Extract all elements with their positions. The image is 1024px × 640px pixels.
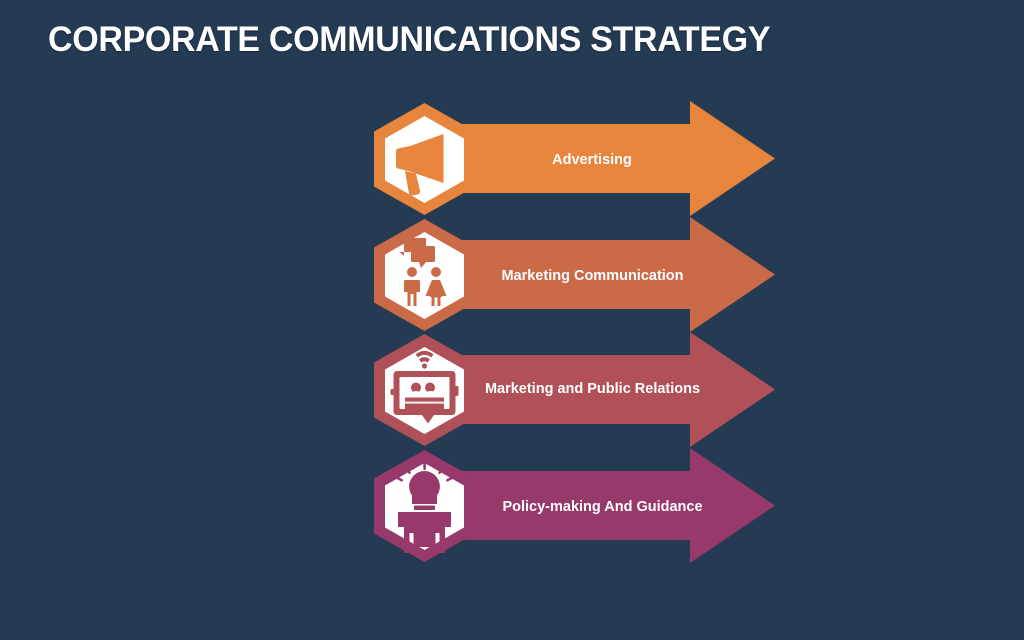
arrow-shape-marketing-public-relations[interactable] — [420, 332, 775, 447]
arrow-shape-marketing-communication[interactable] — [420, 217, 775, 332]
row-label-wrapper-marketing-communication: Marketing Communication — [501, 267, 684, 284]
tablet-audience-wifi-icon — [390, 350, 459, 424]
diagram-row-marketing-public-relations[interactable]: Marketing and Public Relations — [374, 332, 775, 447]
two-people-speech-bubbles-icon — [399, 238, 447, 306]
row-label-marketing-public-relations: Marketing and Public Relations — [484, 380, 701, 397]
page-title: CORPORATE COMMUNICATIONS STRATEGY — [48, 20, 771, 59]
row-label-wrapper-policy-making-guidance: Policy-making And Guidance — [502, 498, 703, 515]
diagram-row-marketing-communication[interactable]: Marketing Communication — [374, 217, 775, 332]
row-label-marketing-communication: Marketing Communication — [501, 267, 684, 284]
row-label-wrapper-advertising: Advertising — [552, 151, 632, 168]
lightbulb-person-idea-icon — [395, 461, 454, 553]
megaphone-icon — [395, 134, 444, 196]
row-label-policy-making-guidance: Policy-making And Guidance — [502, 498, 703, 515]
arrow-shape-advertising[interactable] — [420, 101, 775, 216]
diagram-row-policy-making-guidance[interactable]: Policy-making And Guidance — [374, 448, 775, 563]
diagram-row-advertising[interactable]: Advertising — [374, 101, 775, 216]
row-label-advertising: Advertising — [552, 151, 632, 168]
row-label-wrapper-marketing-public-relations: Marketing and Public Relations — [484, 380, 701, 397]
hexagon-inner-marketing-communication — [385, 232, 464, 319]
arrow-shape-policy-making-guidance[interactable] — [420, 448, 775, 563]
